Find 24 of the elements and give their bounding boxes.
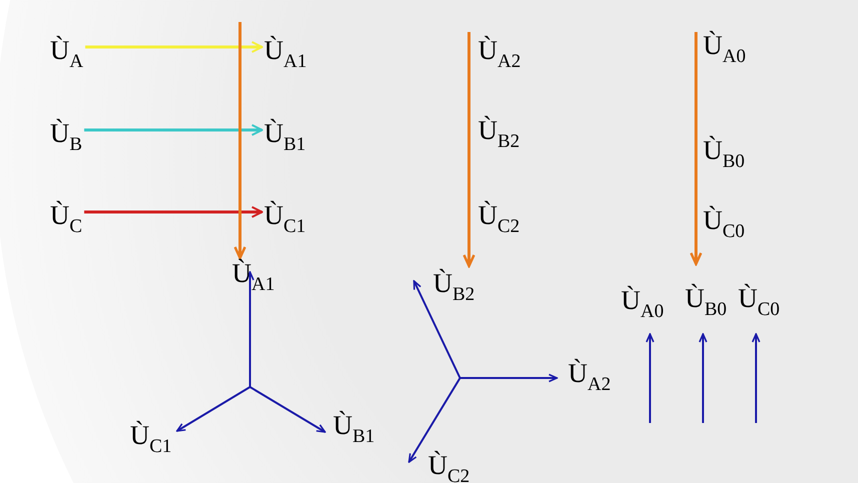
phasor-label: Ù$_{C2}$	[428, 450, 470, 480]
arrow	[84, 124, 263, 136]
phasor-label: Ù$_{C0}$	[738, 283, 780, 313]
phasor-label: Ù$_{A}$	[48, 35, 86, 65]
phasor-label: Ù$_{C2}$	[478, 200, 520, 230]
phasor-label: Ù$_{C}$	[48, 200, 84, 230]
phasor-label: Ù$_{C1}$	[130, 420, 172, 450]
phasor-label: Ù$_{C1}$	[262, 200, 308, 230]
phasor-label: Ù$_{A1}$	[262, 35, 309, 65]
phasor-label: Ù$_{B2}$	[433, 268, 475, 298]
phasor-label: Ù$_{B0}$	[685, 283, 727, 313]
phasor-label: Ù$_{A2}$	[478, 35, 521, 65]
phasor-label: Ù$_{A0}$	[621, 285, 664, 315]
phasor-label: Ù$_{B}$	[48, 118, 84, 148]
phasor-label: Ù$_{A0}$	[703, 30, 746, 60]
phasor-label: Ù$_{A2}$	[568, 358, 611, 388]
arrow	[84, 206, 263, 218]
phasor-label: Ù$_{B0}$	[703, 135, 745, 165]
arrow	[85, 41, 263, 53]
phasor-label: Ù$_{A1}$	[232, 258, 275, 288]
phasor-label: Ù$_{C0}$	[703, 205, 745, 235]
phasor-label: Ù$_{B1}$	[333, 410, 375, 440]
phasor-label: Ù$_{B1}$	[262, 118, 308, 148]
phasor-label: Ù$_{B2}$	[478, 115, 520, 145]
